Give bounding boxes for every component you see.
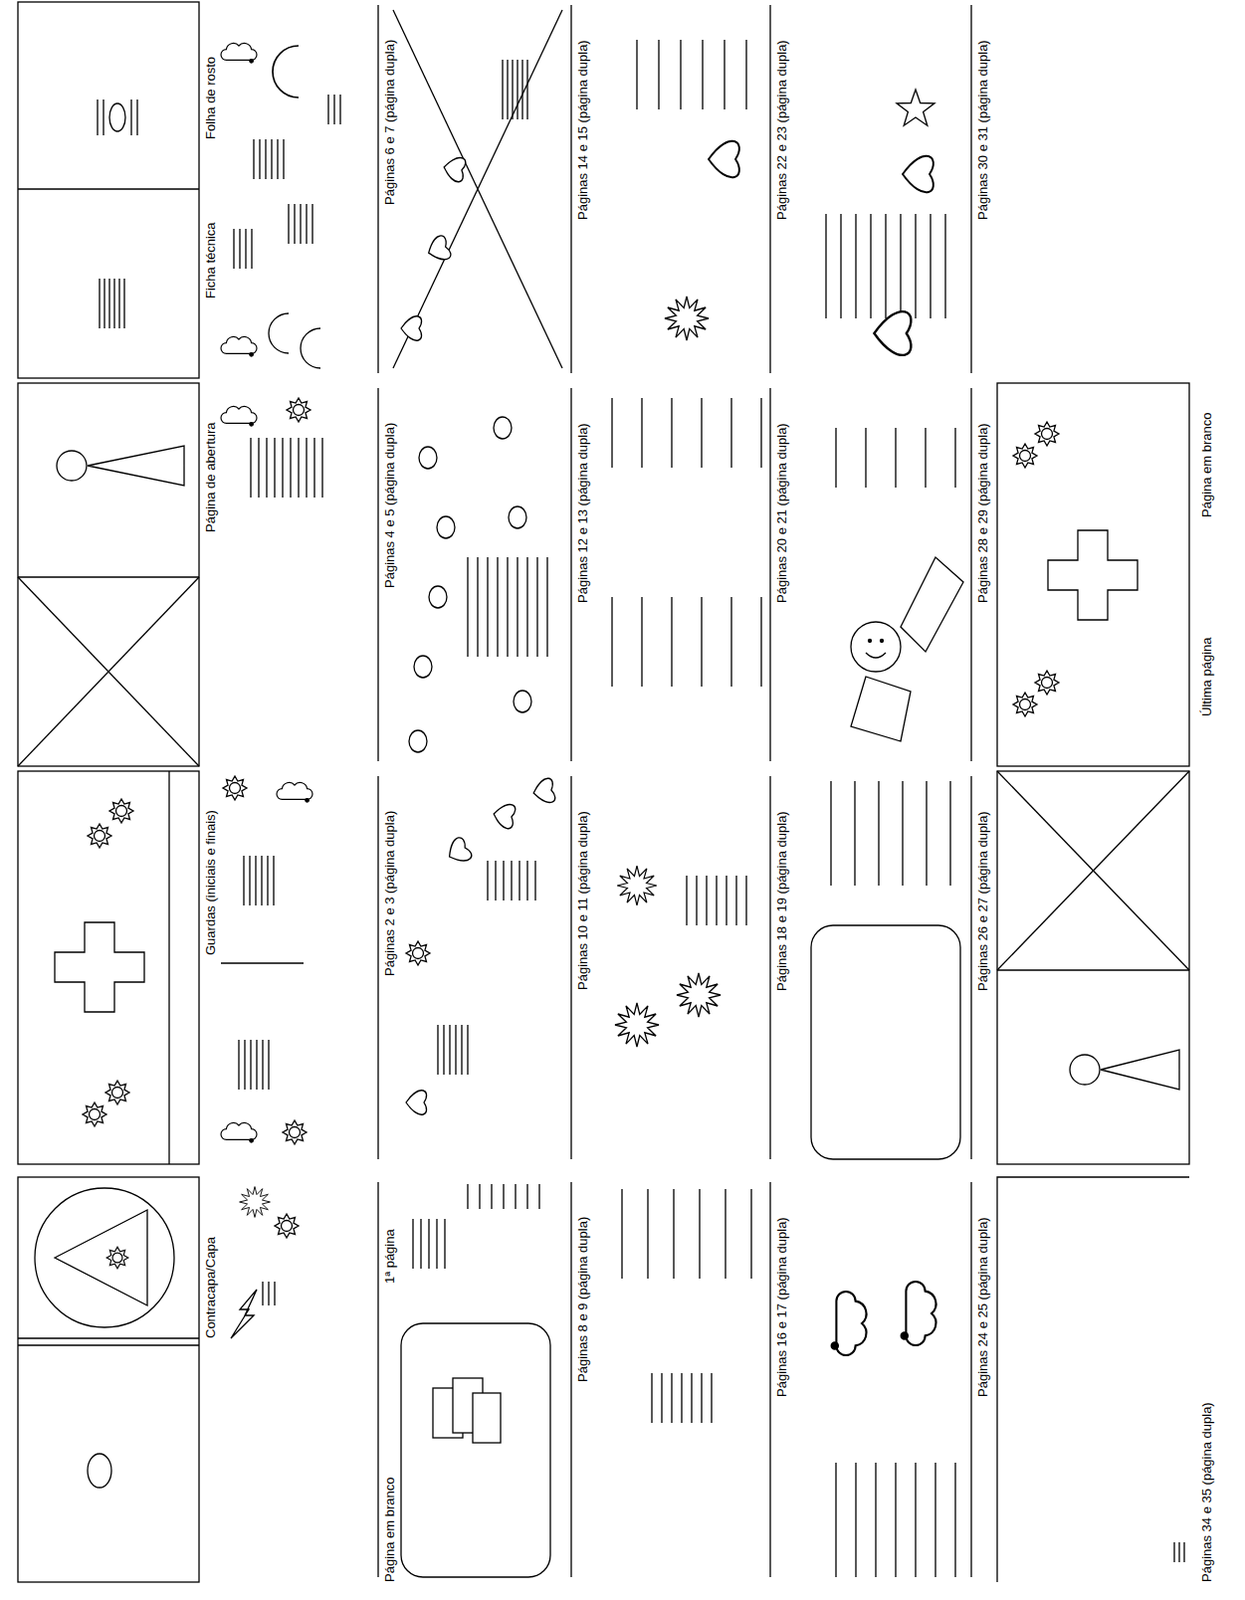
page-label: Páginas 12 e 13 (página dupla) — [575, 422, 592, 604]
page-label: Guardas (iniciais e finais) — [203, 810, 219, 956]
page-label: Páginas 30 e 31 (página dupla) — [975, 39, 992, 220]
page-label: Páginas 34 e 35 (página dupla) — [1199, 1402, 1216, 1583]
page-label: Páginas 16 e 17 (página dupla) — [774, 1217, 791, 1398]
page-label: Páginas 10 e 11 (página dupla) — [575, 811, 592, 991]
page-label: Última página — [1199, 637, 1216, 718]
page-label: 1ª página — [382, 1229, 399, 1284]
page-label: Página em branco — [382, 1476, 399, 1583]
page-label: Páginas 2 e 3 (página dupla) — [382, 811, 399, 977]
page-label: Páginas 22 e 23 (página dupla) — [774, 39, 791, 220]
page-label: Páginas 6 e 7 (página dupla) — [382, 39, 399, 206]
page-label: Página de abertura — [203, 421, 219, 533]
page-label: Páginas 18 e 19 (página dupla) — [774, 811, 791, 992]
page-label: Folha de rosto — [203, 56, 219, 140]
page-label: Contracapa/Capa — [203, 1237, 219, 1339]
page-label: Página em branco — [1199, 412, 1216, 518]
page-label: Páginas 24 e 25 (página dupla) — [975, 1217, 992, 1398]
page-label: Páginas 26 e 27 (página dupla) — [975, 811, 992, 992]
page-label: Páginas 4 e 5 (página dupla) — [382, 422, 399, 589]
page-label: Ficha técnica — [203, 221, 219, 299]
page-label: Páginas 8 e 9 (página dupla) — [575, 1217, 592, 1383]
page-label: Páginas 20 e 21 (página dupla) — [774, 422, 791, 604]
page-label: Páginas 14 e 15 (página dupla) — [575, 39, 592, 220]
page-label: Páginas 28 e 29 (página dupla) — [975, 422, 992, 604]
